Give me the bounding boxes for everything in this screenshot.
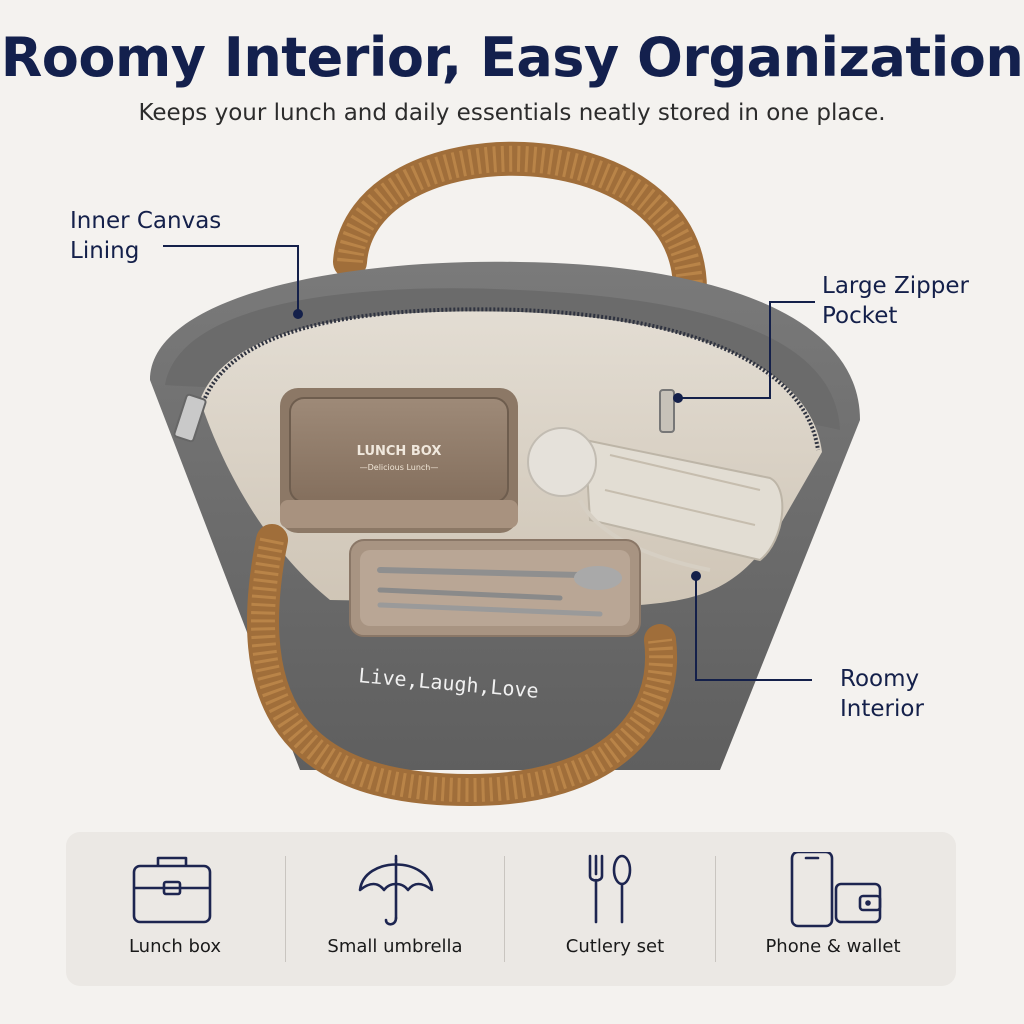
phone-wallet-icon [790, 852, 882, 928]
feature-label-lunch-box: Lunch box [128, 936, 222, 957]
umbrella-icon [358, 854, 434, 926]
lunch-box-icon [132, 856, 212, 924]
cutlery-tray [349, 539, 641, 637]
zipper-pull-left [173, 393, 207, 443]
feature-divider [285, 856, 286, 962]
lunchbox-sublabel: —Delicious Lunch— [360, 463, 439, 472]
callout-lining-line2: Lining [70, 238, 140, 264]
page-title: Roomy Interior, Easy Organization [0, 26, 1024, 89]
feature-label-umbrella: Small umbrella [327, 936, 463, 957]
feature-cutlery: Cutlery set [506, 832, 724, 986]
feature-umbrella: Small umbrella [286, 832, 504, 986]
callout-inner-lining: Inner Canvas Lining [70, 206, 221, 266]
callout-pocket-line2: Pocket [822, 303, 898, 329]
feature-label-cutlery: Cutlery set [565, 936, 665, 957]
page-subtitle: Keeps your lunch and daily essentials ne… [138, 100, 886, 126]
feature-divider [504, 856, 505, 962]
feature-label-phone-wallet: Phone & wallet [765, 936, 901, 957]
callout-roomy-interior: Roomy Interior [840, 664, 924, 724]
callout-interior-line1: Roomy [840, 666, 920, 692]
feature-strip: Lunch box Small umbrella Cutlery set [66, 832, 956, 986]
lunchbox-label: LUNCH BOX [357, 444, 442, 459]
feature-divider [715, 856, 716, 962]
callout-interior-line2: Interior [840, 696, 924, 722]
cutlery-icon [588, 854, 632, 924]
zipper-pull-pocket [659, 389, 675, 433]
bag-illustration: LUNCH BOX —Delicious Lunch— Live,Laugh,L… [150, 141, 860, 807]
zipper-track [203, 307, 820, 451]
callout-pocket-line1: Large Zipper [822, 273, 969, 299]
umbrella [527, 427, 784, 572]
lunch-box: LUNCH BOX —Delicious Lunch— [280, 388, 518, 533]
callout-zipper-pocket: Large Zipper Pocket [822, 271, 969, 331]
callout-lining-line1: Inner Canvas [70, 208, 222, 234]
feature-phone-wallet: Phone & wallet [724, 832, 942, 986]
feature-lunch-box: Lunch box [66, 832, 284, 986]
